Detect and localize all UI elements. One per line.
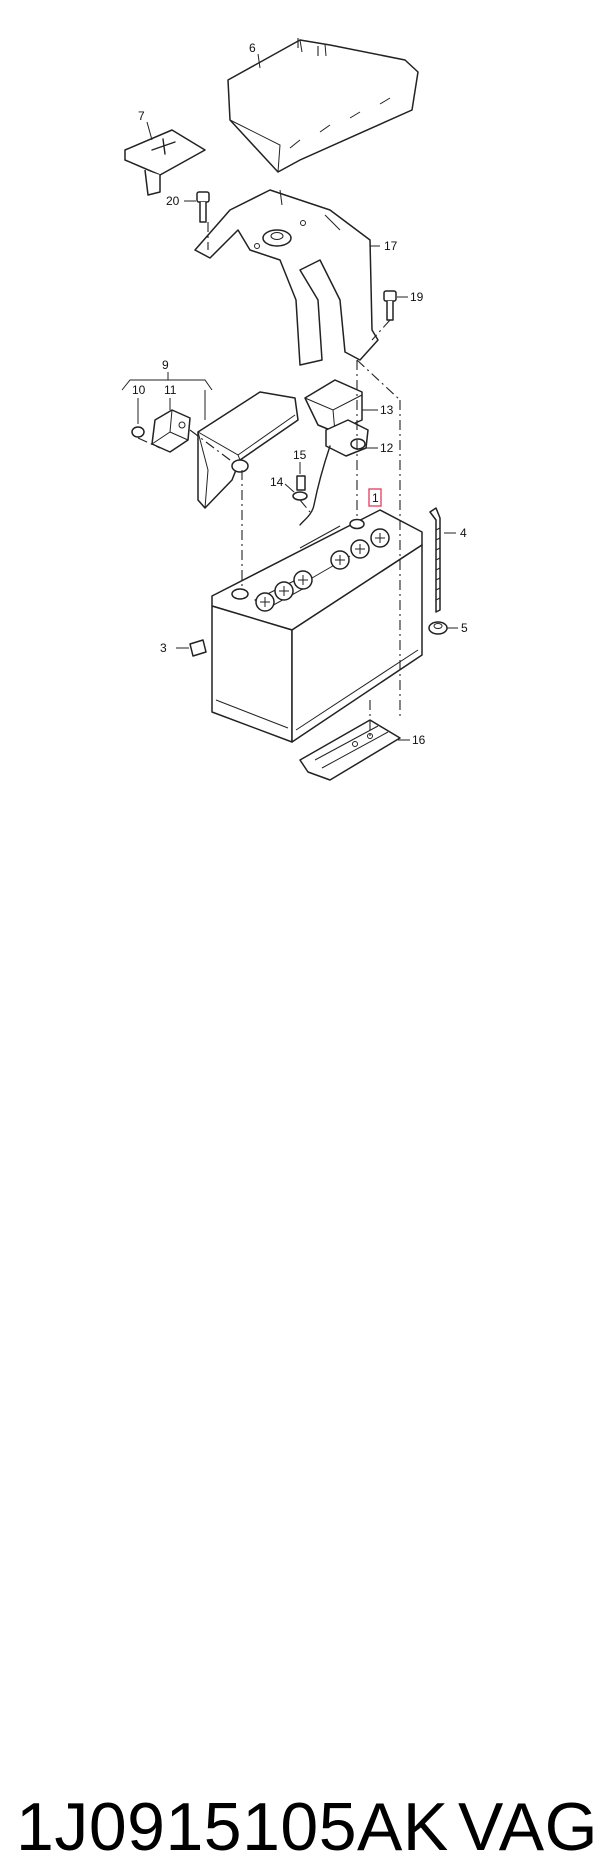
callout-3: 3	[160, 641, 167, 655]
callout-19: 19	[410, 290, 424, 304]
leader-14	[284, 483, 295, 493]
callout-7: 7	[138, 109, 145, 123]
washer-14	[292, 491, 308, 501]
nut-5	[428, 621, 448, 635]
leader-7	[146, 121, 153, 141]
callout-4: 4	[460, 526, 467, 540]
bolt-19	[383, 290, 397, 321]
positive-cap-7	[124, 129, 206, 196]
highlight-box-1	[368, 488, 382, 507]
callout-1: 1	[372, 491, 379, 505]
assembly-lines	[137, 38, 401, 740]
terminal-clamp-12	[299, 419, 369, 526]
callout-5: 5	[461, 621, 468, 635]
callout-12: 12	[380, 441, 394, 455]
callout-6: 6	[249, 41, 256, 55]
leader-6	[257, 53, 261, 69]
callout-15: 15	[293, 448, 307, 462]
exploded-parts-diagram: 6 7 20 17 19 9 10 11	[121, 38, 468, 781]
battery-cover-6	[227, 39, 419, 173]
threaded-rod-4	[429, 507, 441, 613]
bolt-3	[189, 639, 207, 657]
terminal-housing-9	[197, 391, 299, 509]
brand-name: VAG	[458, 1789, 599, 1865]
callout-10: 10	[132, 383, 146, 397]
callout-20: 20	[166, 194, 180, 208]
group-bracket-9	[121, 372, 213, 391]
part-number: 1J0915105AK	[16, 1789, 449, 1865]
bolt-20	[196, 191, 210, 223]
screw-15	[296, 475, 306, 491]
callout-9: 9	[162, 358, 169, 372]
sensor-11	[151, 409, 191, 453]
caption: 1J0915105AK VAG	[0, 888, 600, 1865]
nut-10	[131, 426, 145, 438]
callout-14: 14	[270, 475, 284, 489]
callout-11: 11	[164, 383, 177, 397]
base-clamp-16	[299, 719, 401, 781]
battery-1	[211, 509, 423, 743]
holding-bracket-17	[194, 189, 379, 366]
callout-17: 17	[384, 239, 398, 253]
callout-13: 13	[380, 403, 394, 417]
callout-16: 16	[412, 733, 426, 747]
